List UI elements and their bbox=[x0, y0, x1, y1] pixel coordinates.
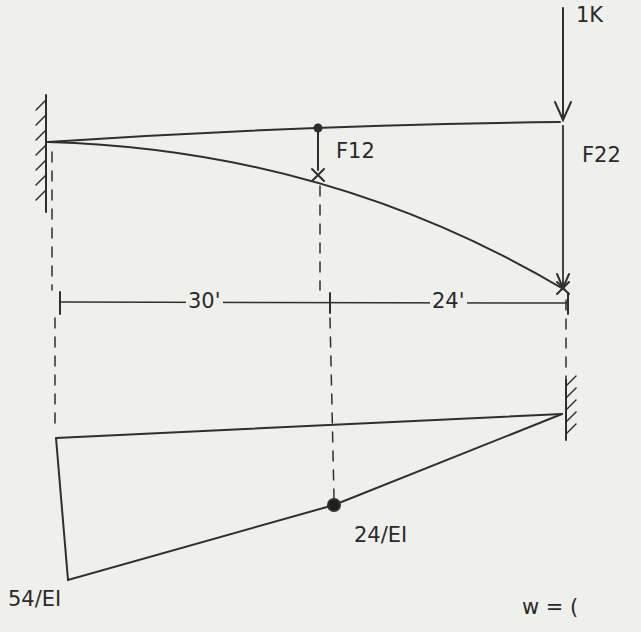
deflection-curve bbox=[48, 142, 565, 290]
arrow-head bbox=[555, 102, 571, 120]
projection-line bbox=[319, 186, 321, 290]
beam-axis bbox=[56, 414, 562, 438]
dimension-label: 30' bbox=[186, 290, 223, 313]
dimension-tick bbox=[329, 293, 331, 313]
note-text: w = ( bbox=[520, 596, 580, 619]
load-arrow bbox=[562, 8, 564, 118]
cross-mark bbox=[557, 282, 569, 294]
dimension-label: 24' bbox=[430, 290, 467, 313]
point-dot bbox=[328, 499, 340, 511]
projection-line bbox=[565, 300, 567, 380]
beam-line bbox=[48, 122, 560, 142]
wall-hatch bbox=[36, 100, 46, 200]
displacement-label: F12 bbox=[334, 140, 377, 163]
projection-line bbox=[54, 318, 56, 430]
displacement-line bbox=[317, 130, 319, 170]
moment-value: 24/EI bbox=[352, 524, 409, 547]
load-label: 1K bbox=[574, 4, 605, 27]
displacement-line bbox=[562, 126, 564, 286]
displacement-label: F22 bbox=[580, 144, 623, 167]
projection-line bbox=[51, 152, 53, 290]
moment-diagram bbox=[56, 414, 562, 580]
cross-mark bbox=[312, 169, 324, 181]
fixed-wall bbox=[45, 95, 47, 212]
dimension-tick bbox=[59, 292, 61, 314]
wall-hatch bbox=[566, 376, 576, 434]
point-dot bbox=[315, 125, 322, 132]
arrow-head bbox=[557, 274, 569, 288]
moment-value: 54/EI bbox=[6, 588, 63, 611]
projection-line bbox=[330, 318, 334, 498]
dimension-tick bbox=[567, 293, 569, 314]
dimension-line bbox=[60, 302, 568, 303]
